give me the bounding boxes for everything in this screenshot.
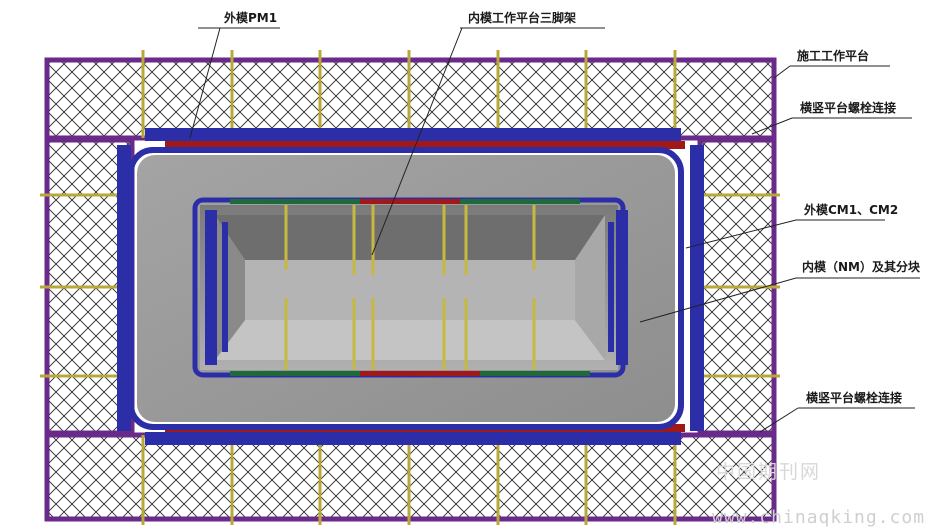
leader-lines bbox=[189, 27, 920, 433]
label-outer-form-pm1: 外模PM1 bbox=[224, 10, 277, 25]
label-work-platform: 施工工作平台 bbox=[797, 48, 869, 63]
labels: 外模PM1 内模工作平台三脚架 施工工作平台 横竖平台螺栓连接 外模CM1、CM… bbox=[224, 10, 921, 405]
platform-pipes bbox=[40, 50, 780, 525]
watermark-url: www.chinaqking.com bbox=[712, 507, 925, 528]
inner-pit bbox=[200, 205, 618, 370]
watermark: 中国期刊网 www.chinaqking.com bbox=[712, 461, 925, 528]
label-outer-form-cm: 外模CM1、CM2 bbox=[804, 202, 898, 217]
watermark-cn: 中国期刊网 bbox=[716, 461, 821, 483]
label-bolt-bottom: 横竖平台螺栓连接 bbox=[806, 390, 902, 405]
inner-form-frame bbox=[192, 197, 628, 378]
label-inner-tripod: 内模工作平台三脚架 bbox=[468, 10, 576, 25]
inner-tripod-rods bbox=[284, 205, 536, 370]
label-bolt-top: 横竖平台螺栓连接 bbox=[800, 100, 896, 115]
outer-form-frame bbox=[117, 128, 704, 445]
label-inner-form: 内模（NM）及其分块 bbox=[802, 259, 921, 274]
